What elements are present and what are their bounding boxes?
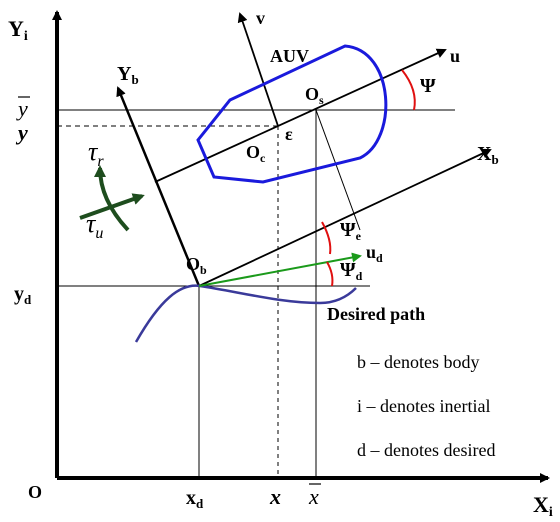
legend-inertial: i – denotes inertial [357,396,490,416]
tau-r-arrow [94,165,130,232]
label-desired-path: Desired path [327,304,425,324]
desired-path-curve [134,284,357,343]
auv-outline [196,44,388,184]
label-xd: xd [186,487,204,511]
sway-v-axis [237,12,279,127]
label-u: u [450,46,460,66]
legend-body: b – denotes body [357,352,479,372]
label-yi: Yi [8,16,28,44]
label-yd: yd [14,283,32,307]
legend-desired: d – denotes desired [357,440,495,460]
psi-arc [401,69,416,111]
label-v: v [256,8,265,28]
label-ob: Ob [186,254,207,277]
label-xi: Xi [533,492,553,520]
surge-u-axis [154,48,447,183]
label-tau-r: τr [88,137,104,170]
label-y: y [15,120,28,145]
label-ud: ud [366,242,383,265]
label-ybar: y [16,96,28,121]
error-line [315,109,361,231]
body-x-axis [198,148,492,287]
label-yb: Yb [117,63,139,87]
ud-arrow [198,252,362,287]
label-x: x [269,484,281,509]
body-y-axis [116,86,201,287]
label-epsilon: ε [285,124,293,144]
label-xb: Xb [477,143,499,167]
label-os: Os [305,84,324,107]
label-oc: Oc [246,142,266,165]
label-auv: AUV [270,46,309,66]
label-origin: O [28,482,42,502]
tau-u-arrow [79,193,145,220]
label-xbar: x [308,484,319,509]
label-tau-u: τu [86,209,103,242]
label-psi-e: Ψe [340,219,362,243]
psi-e-arc [321,221,332,255]
label-psi: Ψ [420,75,436,97]
label-psi-d: Ψd [340,259,363,283]
psi-d-arc [326,261,334,287]
